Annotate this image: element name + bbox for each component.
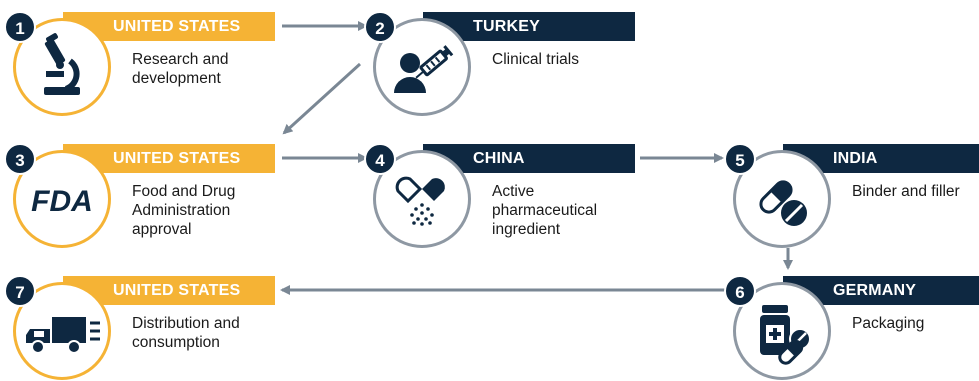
step-3-line-2: Administration [132,202,231,219]
step-5-line-1: Binder and filler [852,183,960,200]
step-2-number: 2 [364,11,396,43]
step-1: UNITED STATES 1 Research and development [4,11,310,122]
step-3-line-3: approval [132,221,192,238]
delivery-truck-icon [26,317,100,354]
patient-syringe-icon [394,45,454,93]
step-5: INDIA 5 Binder and filler [724,143,979,254]
step-5-number: 5 [724,143,756,175]
step-6-line-1: Packaging [852,315,925,332]
step-7-number: 7 [4,275,36,307]
fda-logo-icon: FDA [31,185,93,218]
step-7-description: Distribution and consumption [132,314,302,352]
step-3-line-1: Food and Drug [132,183,236,200]
step-1-line-1: Research and [132,51,229,68]
step-1-circle [13,18,111,116]
arrow-2-to-3 [282,62,362,135]
pills-icon [759,180,807,226]
step-2: TURKEY 2 Clinical trials [364,11,670,122]
step-2-description: Clinical trials [492,50,662,69]
microscope-icon [44,33,80,95]
step-1-description: Research and development [132,50,302,88]
step-6: GERMANY 6 Packaging [724,275,979,381]
step-4-number: 4 [364,143,396,175]
step-3: UNITED STATES FDA 3 Food and Drug Admini… [4,143,310,254]
step-4-line-2: pharmaceutical [492,202,598,219]
step-5-description: Binder and filler [852,182,979,201]
step-7: UNITED STATES 7 Distribution and consump… [4,275,310,381]
step-7-line-1: Distribution and [132,315,240,332]
step-3-description: Food and Drug Administration approval [132,182,302,239]
step-4-country: CHINA [423,144,635,173]
step-2-country: TURKEY [423,12,635,41]
pill-bottle-icon [760,305,811,365]
step-7-line-2: consumption [132,334,220,351]
step-2-line-1: Clinical trials [492,51,579,68]
step-4: CHINA 4 Active pharmaceutical ingredient [364,143,670,254]
step-3-country: UNITED STATES [63,144,275,173]
fda-logo-text: FDA [31,185,93,218]
capsule-powder-icon [395,176,445,226]
step-4-description: Active pharmaceutical ingredient [492,182,662,239]
step-3-number: 3 [4,143,36,175]
step-6-number: 6 [724,275,756,307]
step-1-number: 1 [4,11,36,43]
step-4-line-1: Active [492,183,535,200]
step-6-description: Packaging [852,314,979,333]
step-1-line-2: development [132,70,221,87]
step-4-line-3: ingredient [492,221,561,238]
